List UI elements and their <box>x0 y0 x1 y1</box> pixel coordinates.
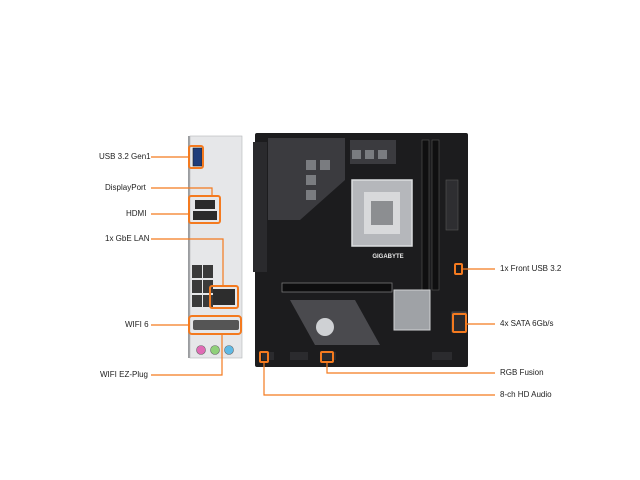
lan-port-icon <box>213 289 235 305</box>
label-front-usb: 1x Front USB 3.2 <box>500 264 562 273</box>
hdmi-icon <box>193 211 217 220</box>
label-rgb-fusion: RGB Fusion <box>500 368 544 377</box>
displayport-icon <box>195 200 215 209</box>
label-hd-audio: 8-ch HD Audio <box>500 390 552 399</box>
label-wifi-6: WIFI 6 <box>125 320 149 329</box>
label-hdmi: HDMI <box>126 209 147 218</box>
pcie-slot <box>281 282 393 293</box>
label-usb-3-2-gen1: USB 3.2 Gen1 <box>99 152 151 161</box>
usb-port-icon <box>192 147 203 167</box>
ram-slot <box>431 139 440 291</box>
label-wifi-ez-plug: WIFI EZ-Plug <box>100 370 149 379</box>
motherboard-pcb: GIGABYTE <box>253 133 468 367</box>
board-brand: GIGABYTE <box>372 254 403 260</box>
io-shield <box>188 135 243 359</box>
chipset-heatsink <box>393 289 431 331</box>
label-sata: 4x SATA 6Gb/s <box>500 319 554 328</box>
audio-jack-icon <box>196 345 206 355</box>
label-displayport: DisplayPort <box>105 183 146 192</box>
callout-lines <box>151 156 495 396</box>
ram-slot <box>421 139 430 291</box>
wifi-antenna-icon <box>193 320 239 330</box>
label-gbe-lan: 1x GbE LAN <box>105 234 150 243</box>
